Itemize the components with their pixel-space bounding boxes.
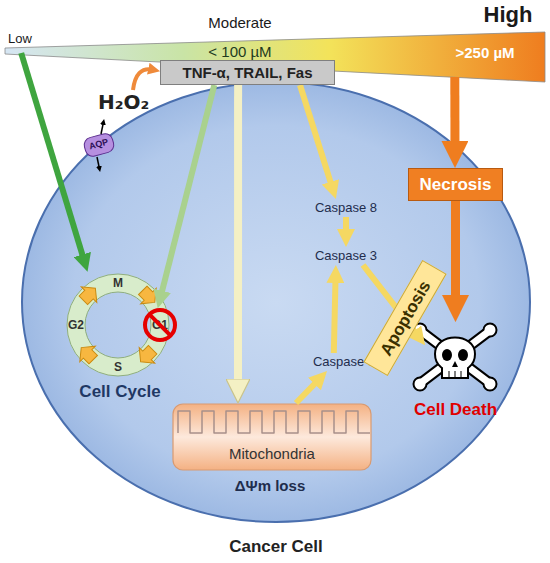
graphic-part	[173, 404, 371, 470]
graphic-part	[422, 332, 488, 382]
graphic-part	[85, 292, 151, 358]
graphic-part	[5, 32, 545, 82]
graphic-part	[435, 338, 475, 379]
phase-label: M	[106, 276, 130, 290]
graphic-part	[73, 340, 101, 368]
graphic-part	[178, 411, 370, 433]
process-label: Necrosis	[409, 175, 502, 195]
caspase-label: Caspase 8	[312, 199, 380, 217]
graphic-part	[135, 283, 163, 311]
necrosis-box: Necrosis	[408, 168, 503, 201]
concentration-label: < 100 µM	[193, 43, 287, 60]
level-label: High	[468, 2, 548, 28]
concentration-label: >250 µM	[437, 44, 533, 61]
graphic-part	[422, 332, 488, 382]
graphic-part	[452, 361, 458, 367]
efflux-arrow	[101, 122, 104, 134]
graphic-part	[449, 371, 450, 378]
graphic-part	[442, 349, 452, 361]
phase-label: S	[106, 360, 130, 374]
arrow-connector	[450, 77, 459, 152]
potential-label: ΔΨm loss	[210, 477, 330, 494]
arrow-connector	[133, 69, 153, 90]
graphic-part	[455, 371, 456, 378]
level-label: Low	[8, 31, 48, 46]
ligand-label: TNF-α, TRAIL, Fas	[161, 64, 334, 81]
graphic-part	[22, 82, 530, 522]
cell-title: Cancer Cell	[176, 537, 376, 557]
graphic-part	[76, 280, 104, 308]
mitochondrion: Mitochondria	[172, 403, 372, 471]
caspase-node: Caspase 8	[312, 199, 380, 217]
graphic-part	[133, 342, 161, 370]
level-label: Moderate	[188, 14, 292, 31]
molecule-node: H₂O₂	[98, 90, 148, 116]
graphic-part	[458, 349, 468, 361]
graphic-part	[76, 280, 104, 308]
graphic-part	[461, 371, 462, 378]
outcome-label: Cell Death	[398, 400, 513, 420]
molecule-label: H₂O₂	[98, 90, 148, 114]
graphic-part	[135, 283, 163, 311]
graphic-part	[133, 342, 161, 370]
organelle-label: Mitochondria	[172, 445, 372, 462]
graphic-part	[422, 332, 488, 382]
ligand-box: TNF-α, TRAIL, Fas	[160, 60, 335, 85]
cell-death: Cell Death	[408, 320, 503, 425]
graphic-part	[73, 340, 101, 368]
caspase-node: Caspase 3	[312, 247, 380, 265]
graphic-part	[414, 324, 497, 391]
graphic-part	[422, 332, 488, 382]
phase-label: G1	[147, 318, 173, 332]
cell-cycle: M G2S G1Cell Cycle	[55, 265, 185, 400]
phase-label: Cell Cycle	[55, 382, 185, 402]
phase-label: G2	[63, 318, 89, 332]
caspase-label: Caspase 3	[312, 247, 380, 265]
